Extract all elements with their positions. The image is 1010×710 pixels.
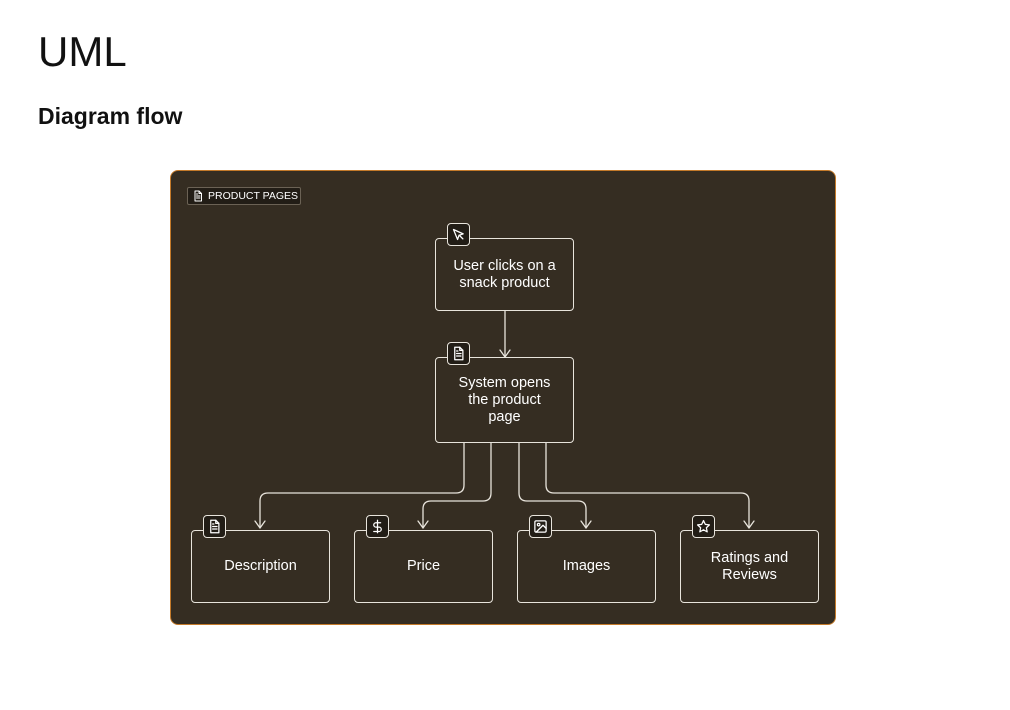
node-images-badge [529, 515, 552, 538]
node-description: Description [191, 530, 330, 603]
arrowhead [743, 520, 755, 529]
image-icon [534, 520, 547, 533]
node-ratings-reviews-label: Ratings and Reviews [710, 549, 789, 583]
node-system-opens: System opens the product page [435, 357, 574, 443]
document-icon [210, 519, 220, 534]
edge-open-to-images [518, 442, 587, 529]
document-icon [454, 346, 464, 361]
node-ratings-reviews: Ratings and Reviews [680, 530, 819, 603]
node-price: Price [354, 530, 493, 603]
page-title: UML [38, 28, 127, 75]
dollar-icon [373, 519, 382, 534]
edge-open-to-ratings [545, 442, 750, 529]
edge-open-to-price [422, 442, 492, 529]
node-images-label: Images [562, 558, 611, 574]
frame-label: PRODUCT PAGES [187, 187, 301, 205]
node-system-opens-badge [447, 342, 470, 365]
node-user-clicks-label: User clicks on a snack product [453, 257, 556, 291]
node-description-badge [203, 515, 226, 538]
node-price-label: Price [406, 558, 441, 574]
node-user-clicks: User clicks on a snack product [435, 238, 574, 311]
arrowhead [580, 520, 592, 529]
frame-label-text: PRODUCT PAGES [208, 190, 299, 202]
node-ratings-reviews-badge [692, 515, 715, 538]
star-icon [696, 519, 711, 533]
node-user-clicks-badge [447, 223, 470, 246]
node-images: Images [517, 530, 656, 603]
node-description-label: Description [224, 558, 297, 574]
arrowhead [254, 520, 266, 529]
node-system-opens-label: System opens the product page [458, 374, 551, 425]
page-subtitle: Diagram flow [38, 103, 183, 129]
cursor-icon [452, 228, 464, 241]
node-price-badge [366, 515, 389, 538]
diagram-frame: PRODUCT PAGES User clicks on a snack pro… [170, 170, 836, 625]
arrowhead [417, 520, 429, 529]
document-icon [194, 190, 202, 202]
edge-open-to-description [259, 442, 465, 529]
